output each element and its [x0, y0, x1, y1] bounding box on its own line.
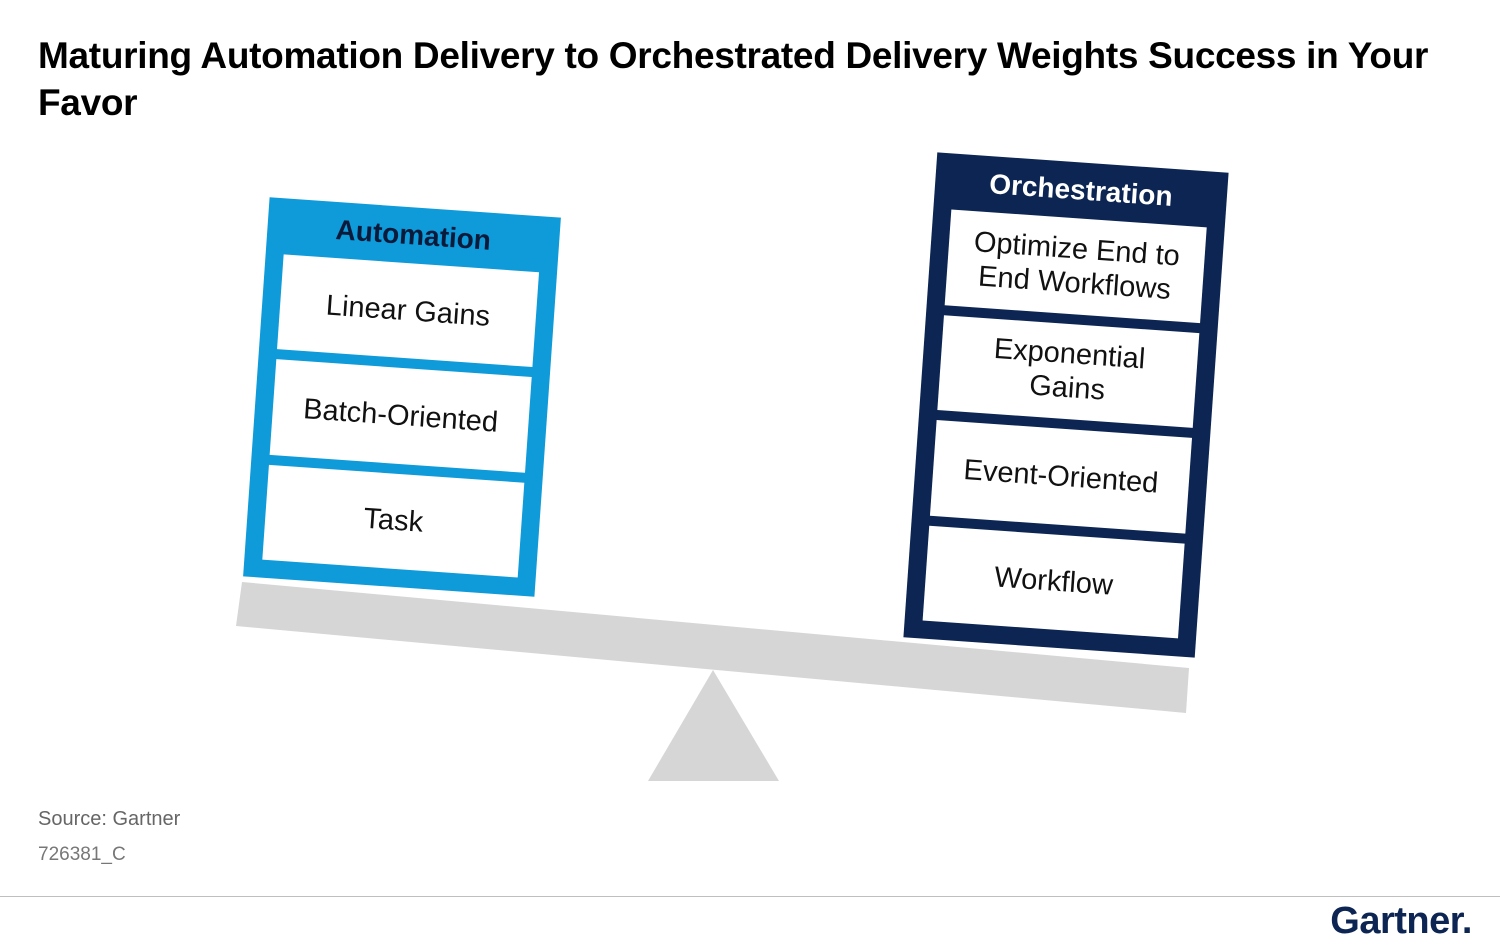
- orchestration-item-exponential-gains: Exponential Gains: [937, 314, 1200, 428]
- orchestration-item-workflow: Workflow: [922, 525, 1185, 639]
- automation-item-task: Task: [262, 464, 525, 578]
- source-note: Source: Gartner: [38, 808, 181, 830]
- orchestration-box: Orchestration Optimize End to End Workfl…: [903, 152, 1229, 658]
- automation-box: Automation Linear Gains Batch-Oriented T…: [243, 197, 561, 597]
- orchestration-item-optimize-workflows: Optimize End to End Workflows: [944, 209, 1207, 323]
- scale-fulcrum: [648, 670, 779, 781]
- page-title: Maturing Automation Delivery to Orchestr…: [38, 35, 1429, 123]
- footer-divider: [0, 896, 1500, 897]
- gartner-logo: Gartner.: [1330, 900, 1472, 942]
- automation-item-batch-oriented: Batch-Oriented: [269, 359, 532, 473]
- figure-id: 726381_C: [38, 844, 126, 865]
- scale-beam: [236, 582, 1189, 713]
- orchestration-item-event-oriented: Event-Oriented: [929, 420, 1193, 534]
- automation-item-linear-gains: Linear Gains: [277, 254, 540, 368]
